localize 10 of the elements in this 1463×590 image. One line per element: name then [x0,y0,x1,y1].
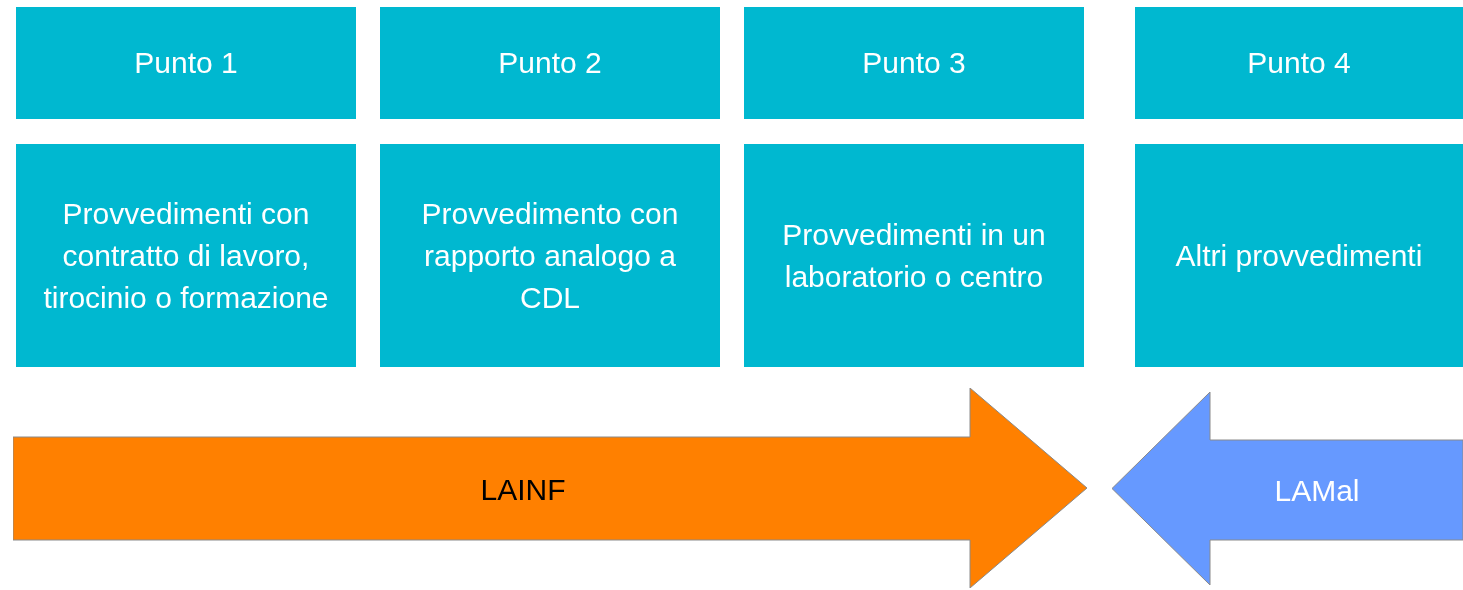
column-header: Punto 4 [1135,7,1463,119]
arrow-label: LAMal [1274,473,1360,508]
content-box: Provvedimenti in un laboratorio o centro [744,144,1084,367]
column-header: Punto 2 [380,7,720,119]
arrow-label: LAINF [480,473,566,507]
column-header: Punto 3 [744,7,1084,119]
content-box: Altri provvedimenti [1135,144,1463,367]
column-header: Punto 1 [16,7,356,119]
content-box: Provvedimento con rapporto analogo a CDL [380,144,720,367]
content-box: Provvedimenti con contratto di lavoro, tirocinio o formazione [16,144,356,367]
